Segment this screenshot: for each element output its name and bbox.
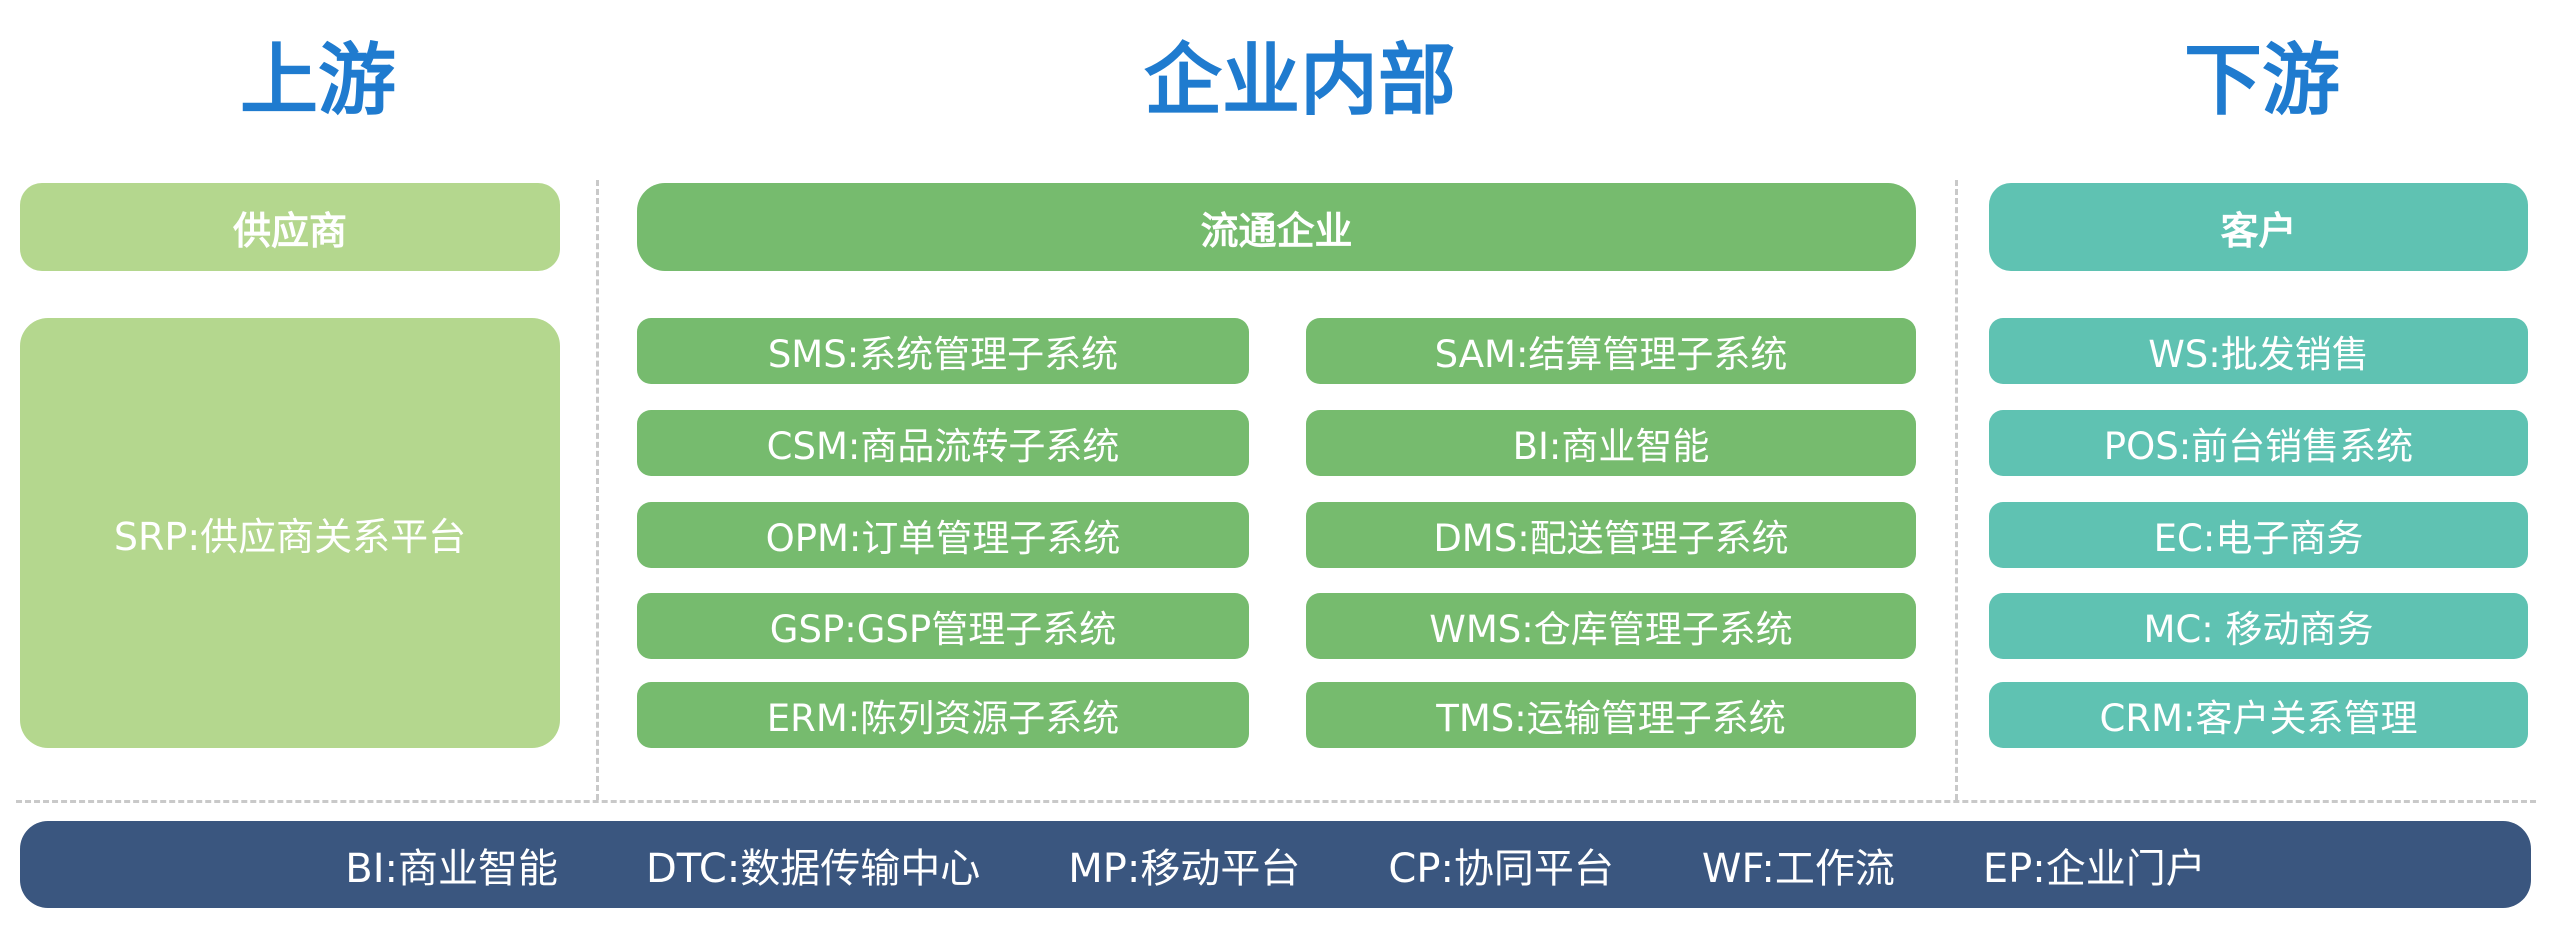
divider-left	[596, 180, 599, 800]
srp-box: SRP:供应商关系平台	[20, 318, 560, 748]
internal-title: 企业内部	[1143, 36, 1457, 126]
system-item: WMS:仓库管理子系统	[1306, 593, 1916, 659]
system-item: OPM:订单管理子系统	[637, 502, 1249, 568]
customer-item: MC: 移动商务	[1989, 593, 2528, 659]
customer-item: EC:电子商务	[1989, 502, 2528, 568]
system-item: SMS:系统管理子系统	[637, 318, 1249, 384]
downstream-title: 下游	[2183, 36, 2341, 126]
platform-item: CP:协同平台	[1388, 845, 1614, 892]
system-item: CSM:商品流转子系统	[637, 410, 1249, 476]
divider-right	[1955, 180, 1958, 800]
upstream-title: 上游	[239, 36, 397, 126]
customer-header: 客户	[1989, 183, 2528, 271]
system-item: SAM:结算管理子系统	[1306, 318, 1916, 384]
system-item: GSP:GSP管理子系统	[637, 593, 1249, 659]
platform-item: MP:移动平台	[1068, 845, 1301, 892]
platform-item: EP:企业门户	[1982, 845, 2206, 892]
platform-item: WF:工作流	[1701, 845, 1895, 892]
platform-bar: BI:商业智能 DTC:数据传输中心 MP:移动平台 CP:协同平台 WF:工作…	[20, 821, 2531, 908]
customer-item: WS:批发销售	[1989, 318, 2528, 384]
supplier-header: 供应商	[20, 183, 560, 271]
system-item: TMS:运输管理子系统	[1306, 682, 1916, 748]
system-item: DMS:配送管理子系统	[1306, 502, 1916, 568]
platform-item: BI:商业智能	[345, 845, 558, 892]
divider-horizontal	[16, 800, 2536, 803]
enterprise-header: 流通企业	[637, 183, 1916, 271]
platform-item: DTC:数据传输中心	[645, 845, 981, 892]
customer-item: CRM:客户关系管理	[1989, 682, 2528, 748]
system-item: BI:商业智能	[1306, 410, 1916, 476]
system-item: ERM:陈列资源子系统	[637, 682, 1249, 748]
customer-item: POS:前台销售系统	[1989, 410, 2528, 476]
